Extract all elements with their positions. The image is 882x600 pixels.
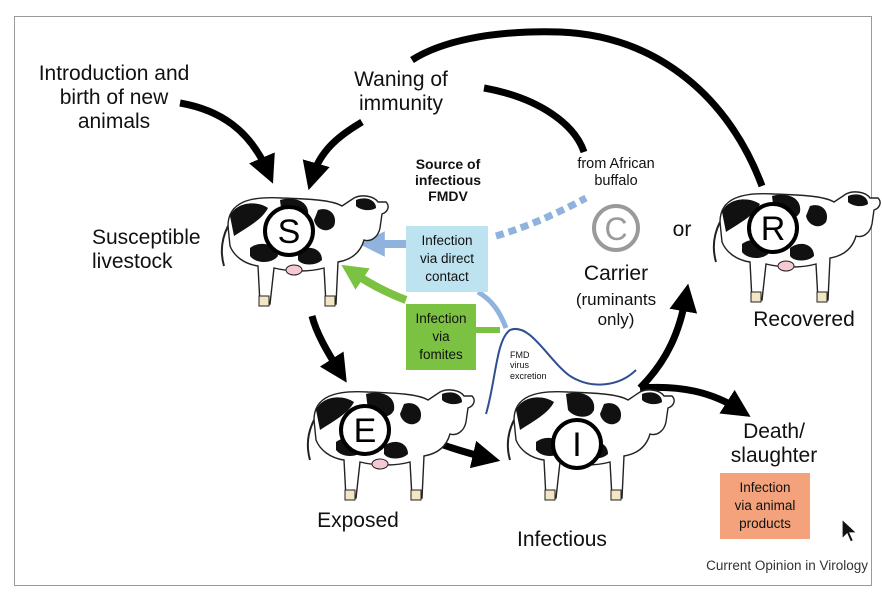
arrow-waning-to-buffalo (483, 84, 588, 154)
direct-contact-box: Infection via direct contact (406, 226, 488, 292)
arrow-r-to-waning (410, 28, 766, 188)
state-circle-i: I (551, 418, 603, 470)
arrow-s-to-e (308, 315, 347, 383)
state-letter-r: R (761, 210, 786, 248)
cow-recovered (712, 190, 882, 303)
animal-products-box: Infection via animal products (720, 473, 810, 539)
state-circle-e: E (339, 404, 391, 456)
african-buffalo-label: from African buffalo (577, 156, 655, 189)
state-circle-s: S (263, 205, 315, 257)
arrow-introduction-to-s (179, 99, 275, 184)
figure-credit: Current Opinion in Virology (706, 558, 868, 573)
state-letter-i: I (572, 426, 581, 464)
carrier-label: Carrier (583, 262, 649, 285)
virus-excretion-label: FMD virus excretion (510, 350, 547, 381)
state-letter-e: E (354, 412, 377, 450)
arrow-waning-to-s (302, 118, 364, 191)
introduction-label: Introduction and birth of new animals (38, 62, 190, 134)
excretion-to-direct-contact (476, 289, 509, 329)
infectious-label: Infectious (517, 528, 607, 551)
arrow-fomites-to-s (341, 264, 408, 304)
exposed-label: Exposed (317, 509, 399, 532)
susceptible-label: Susceptible livestock (92, 226, 201, 274)
or-label: or (672, 218, 692, 241)
fomites-box: Infection via fomites (406, 304, 476, 370)
state-letter-c: C (604, 211, 627, 247)
state-letter-s: S (278, 213, 301, 251)
carrier-dashed-link (495, 194, 588, 240)
recovered-label: Recovered (753, 308, 855, 331)
carrier-sublabel: (ruminants only) (575, 290, 657, 329)
arrow-i-to-r (637, 283, 698, 391)
state-circle-r: R (747, 202, 799, 254)
arrow-i-to-death (639, 383, 751, 417)
mouse-pointer-icon (841, 518, 859, 543)
death-slaughter-label: Death/ slaughter (730, 420, 818, 468)
source-title: Source of infectious FMDV (414, 156, 482, 205)
state-circle-c: C (592, 204, 640, 252)
virus-excretion-curve (485, 327, 637, 415)
waning-label: Waning of immunity (354, 68, 448, 116)
